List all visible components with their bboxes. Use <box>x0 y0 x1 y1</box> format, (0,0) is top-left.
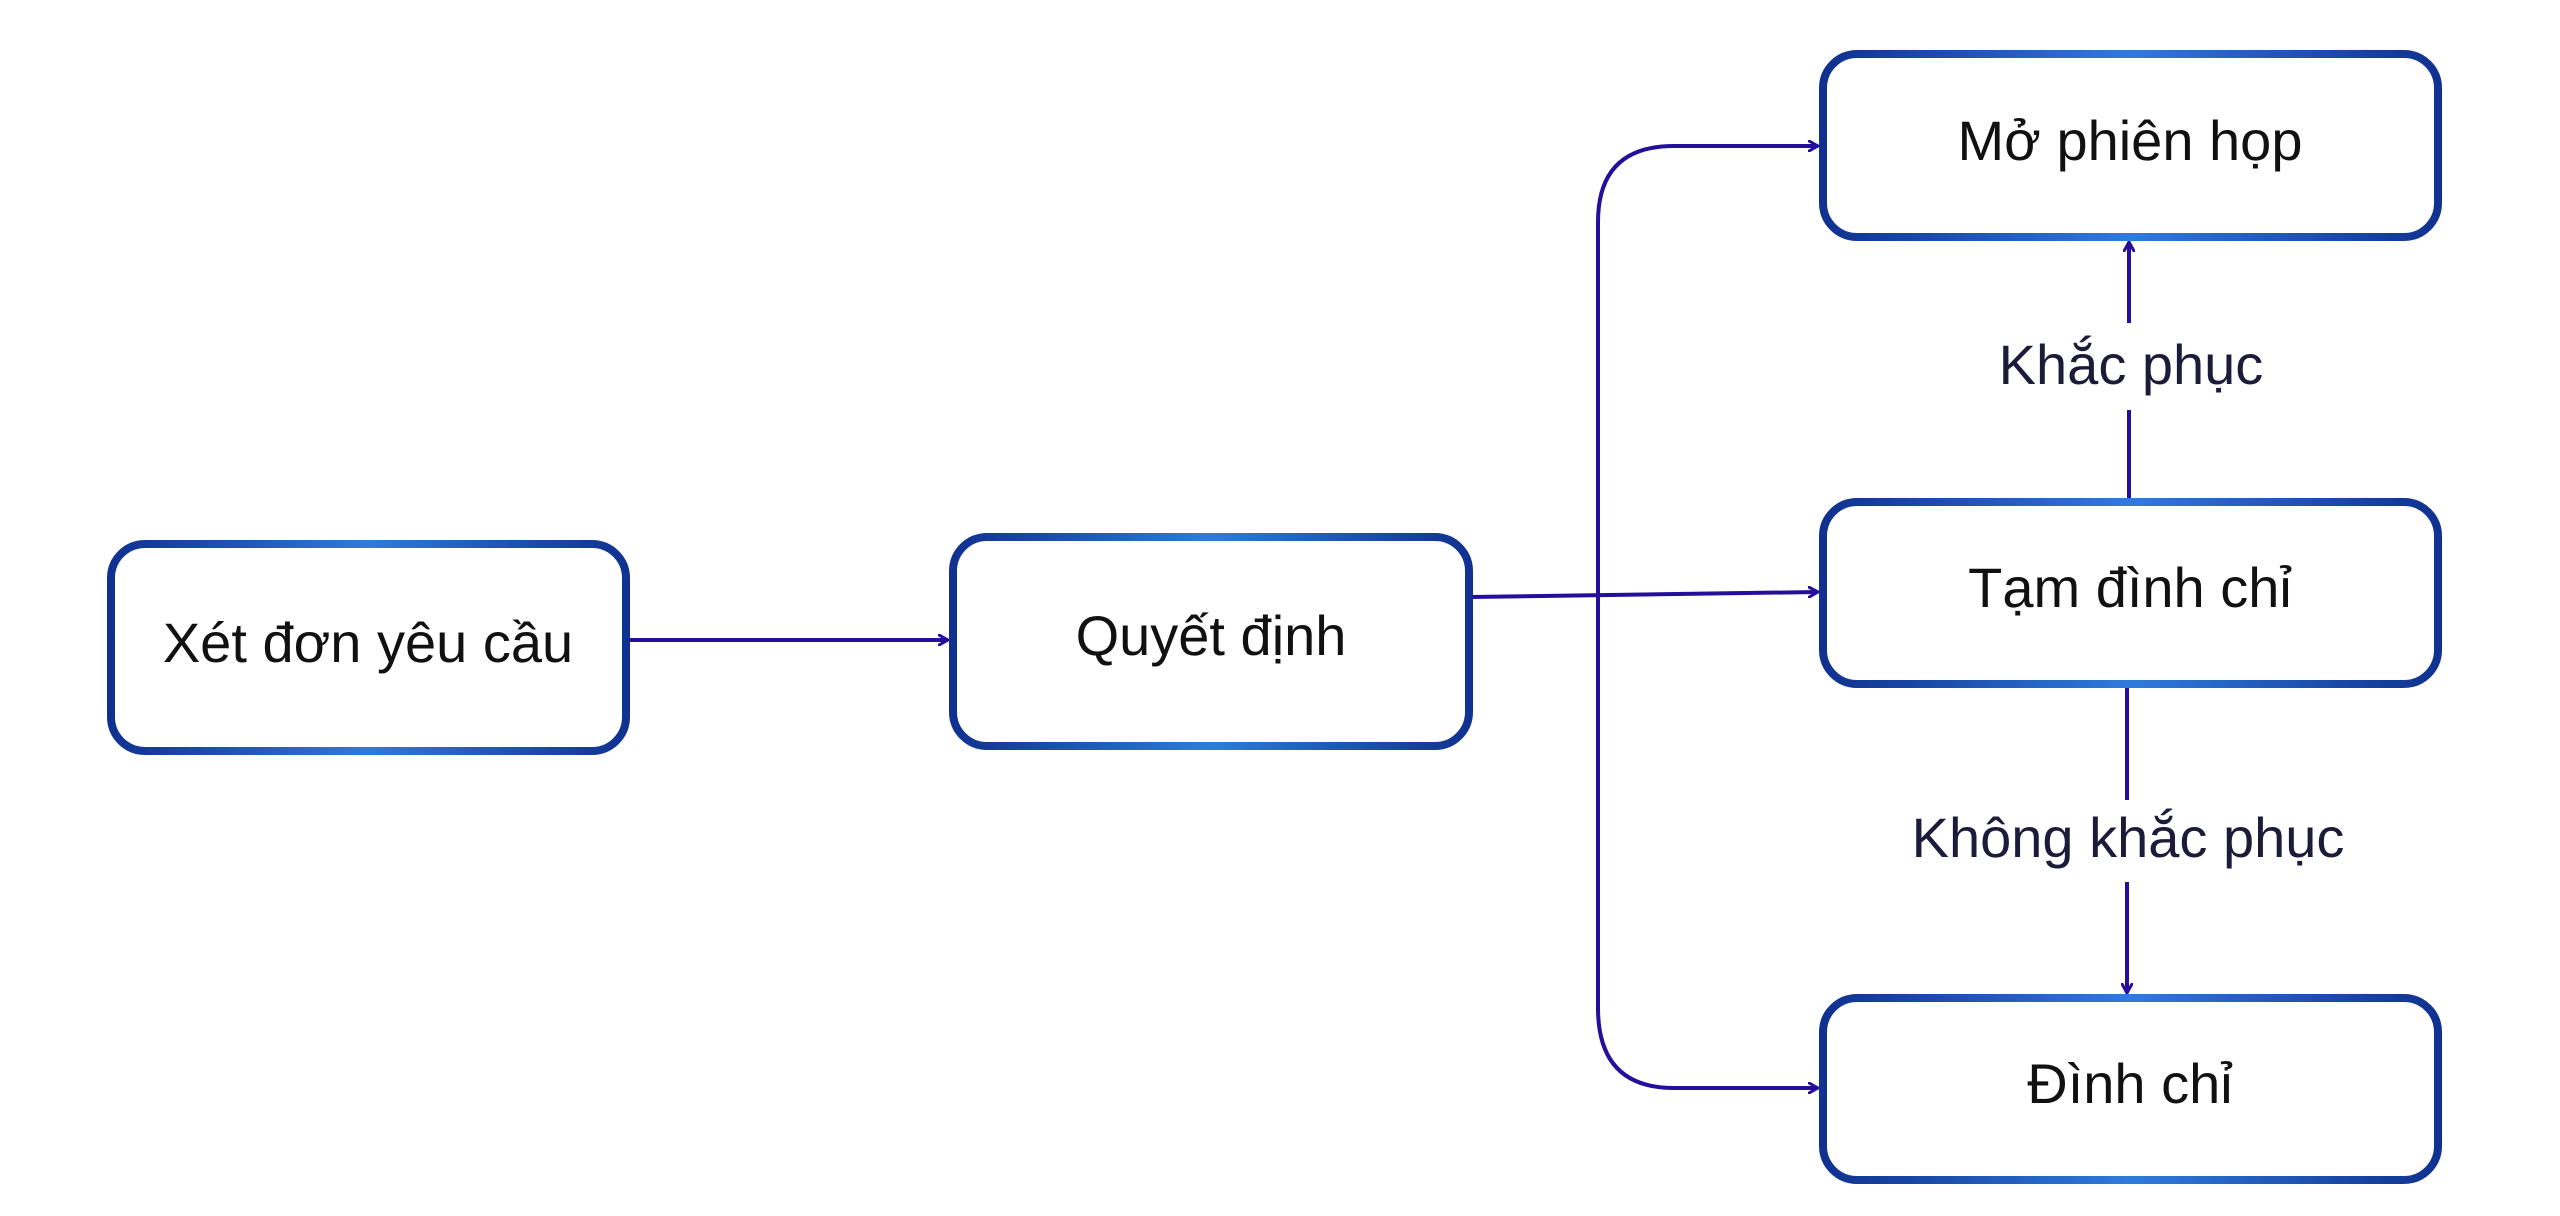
edge-label-khac-phuc: Khắc phục <box>1999 333 2264 396</box>
node-label-quyet-dinh: Quyết định <box>1076 604 1347 667</box>
node-xet-don-yeu-cau: Xét đơn yêu cầu <box>107 540 630 755</box>
edge-label-khong-khac-phuc: Không khắc phục <box>1912 806 2345 869</box>
node-quyet-dinh: Quyết định <box>949 533 1473 750</box>
node-label-xet-don-yeu-cau: Xét đơn yêu cầu <box>163 611 573 674</box>
edges <box>628 146 2129 1088</box>
node-mo-phien-hop: Mở phiên họp <box>1819 50 2442 241</box>
edge-quyet-dinh-to-tam-dinh-chi <box>1469 592 1818 599</box>
node-tam-dinh-chi: Tạm đình chỉ <box>1819 498 2442 688</box>
edge-quyet-dinh-to-mo-phien-hop <box>1596 146 1818 600</box>
edge-quyet-dinh-to-dinh-chi <box>1596 600 1818 1088</box>
node-label-dinh-chi: Đình chỉ <box>2027 1052 2233 1115</box>
node-label-mo-phien-hop: Mở phiên họp <box>1958 109 2303 172</box>
node-label-tam-dinh-chi: Tạm đình chỉ <box>1968 556 2292 619</box>
node-dinh-chi: Đình chỉ <box>1819 994 2442 1184</box>
